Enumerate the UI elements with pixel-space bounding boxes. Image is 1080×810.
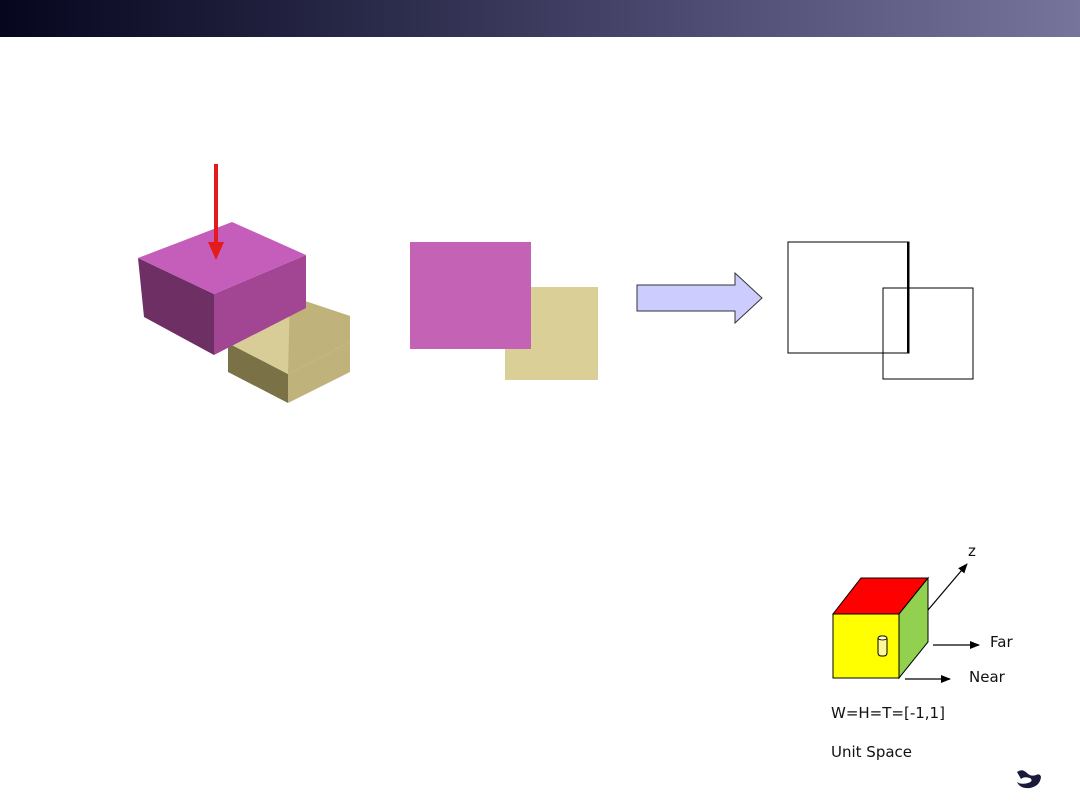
front-box-left-face bbox=[138, 258, 214, 355]
outline-back-square bbox=[882, 287, 974, 380]
outline-front-square bbox=[787, 241, 910, 354]
near-label: Near bbox=[969, 668, 1005, 686]
unit-space-label: Unit Space bbox=[831, 743, 913, 761]
front-box-top-face bbox=[138, 222, 306, 294]
unit-cube bbox=[831, 563, 980, 683]
logo-icon bbox=[1017, 770, 1041, 789]
front-box-right-face bbox=[214, 255, 306, 355]
back-box-left-face bbox=[228, 343, 288, 403]
z-axis-arrow bbox=[927, 563, 968, 611]
far-label: Far bbox=[990, 633, 1013, 651]
projected-front-square bbox=[410, 242, 531, 349]
cylinder-icon bbox=[877, 635, 888, 657]
title-bar bbox=[0, 0, 1080, 37]
outline-squares bbox=[787, 241, 974, 380]
3d-boxes-scene bbox=[138, 164, 350, 403]
front-box-3d bbox=[138, 222, 306, 355]
transform-arrow bbox=[636, 271, 763, 325]
projected-squares bbox=[410, 242, 598, 380]
range-label: W=H=T=[-1,1] bbox=[831, 704, 945, 722]
back-box-upper-right bbox=[288, 296, 350, 374]
back-box-3d bbox=[228, 296, 350, 403]
unit-cube-front-face bbox=[832, 613, 900, 679]
back-box-right-face bbox=[288, 342, 350, 403]
view-direction-arrow bbox=[208, 164, 224, 260]
z-axis-label: z bbox=[968, 542, 976, 560]
